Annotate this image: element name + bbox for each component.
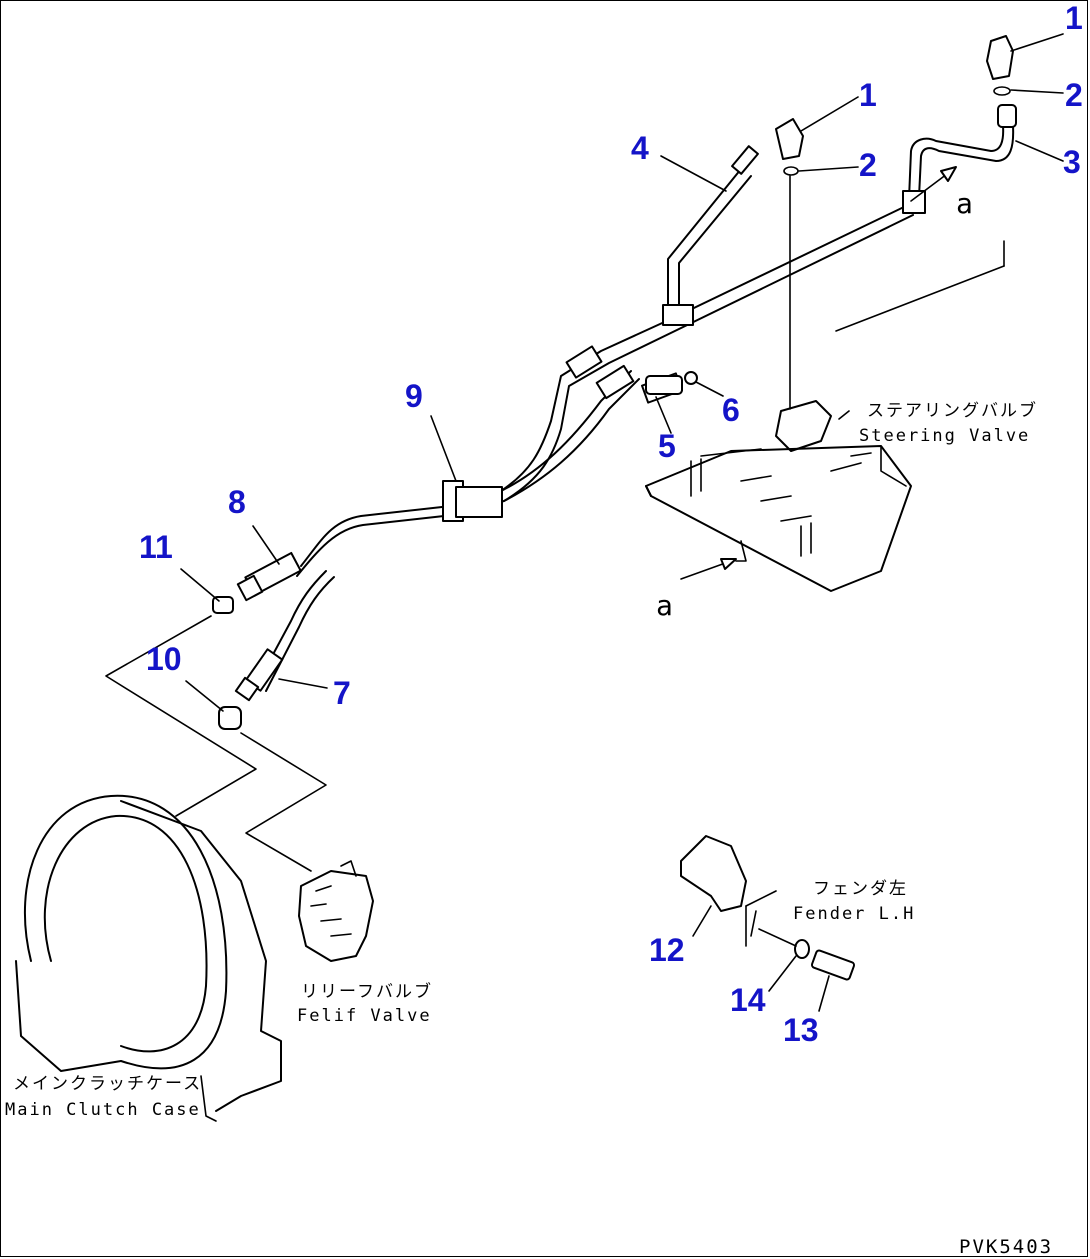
callout-11: 11 [139, 529, 173, 565]
callout-5: 5 [658, 428, 676, 464]
callout-2-mid: 2 [859, 147, 877, 183]
leader-right [835, 265, 1005, 332]
callout-1-top: 1 [1065, 1, 1083, 36]
label-fender-en: Fender L.H [793, 904, 915, 924]
fittings-mid [565, 345, 698, 404]
callout-3: 3 [1063, 144, 1081, 180]
callout-14: 14 [730, 982, 766, 1018]
callout-7: 7 [333, 675, 351, 711]
part-2-top [993, 86, 1011, 96]
ref-a-bottom: a [656, 589, 673, 622]
label-main-clutch-jp: メインクラッチケース [13, 1074, 202, 1094]
drawing-code: PVK5403 [959, 1236, 1053, 1258]
part-1-top [986, 35, 1014, 80]
label-steering-valve-en: Steering Valve [859, 426, 1030, 446]
label-relief-valve-en: Felif Valve [297, 1006, 432, 1026]
label-relief-valve-jp: リリーフバルブ [301, 981, 433, 1002]
fender-bracket-12 [680, 835, 777, 947]
main-pipe-lower [255, 370, 640, 692]
part-1-mid [775, 118, 804, 160]
bolt-13 [810, 949, 856, 981]
main-clutch-case [15, 794, 282, 1122]
relief-pipe-lines [105, 615, 327, 872]
callout-6: 6 [722, 392, 740, 428]
ref-a-top: a [956, 187, 973, 220]
callout-10: 10 [146, 641, 182, 677]
callout-13: 13 [783, 1012, 819, 1048]
callout-9: 9 [405, 378, 423, 414]
relief-valve [298, 860, 374, 962]
clamp-upper [662, 304, 694, 326]
elbow-10 [218, 706, 242, 730]
pipe-3 [902, 104, 1017, 214]
hose-7 [234, 648, 284, 702]
part-2-mid [783, 166, 799, 176]
hose-8 [236, 551, 302, 602]
joint-9 [455, 486, 503, 518]
pipe-4 [667, 145, 759, 310]
callout-8: 8 [228, 484, 246, 520]
label-main-clutch-en: Main Clutch Case [5, 1100, 201, 1120]
part-labels: ステアリングバルブ Steering Valve フェンダ左 Fender L.… [5, 187, 1053, 1258]
washer-14 [794, 939, 810, 959]
callout-4: 4 [631, 130, 649, 166]
callouts: 1 2 3 1 2 4 5 6 7 8 9 10 11 12 13 14 [139, 1, 1083, 1048]
arrow-a-top [910, 166, 957, 202]
label-steering-valve-jp: ステアリングバルブ [867, 400, 1038, 421]
bolt-5 [645, 375, 683, 395]
callout-1-mid: 1 [859, 77, 877, 113]
arrow-a-bottom [680, 558, 737, 580]
callout-12: 12 [649, 932, 685, 968]
leader-lines [180, 33, 1064, 1012]
steering-valve [645, 400, 912, 592]
label-fender-jp: フェンダ左 [813, 879, 908, 899]
callout-2-top: 2 [1065, 77, 1083, 113]
